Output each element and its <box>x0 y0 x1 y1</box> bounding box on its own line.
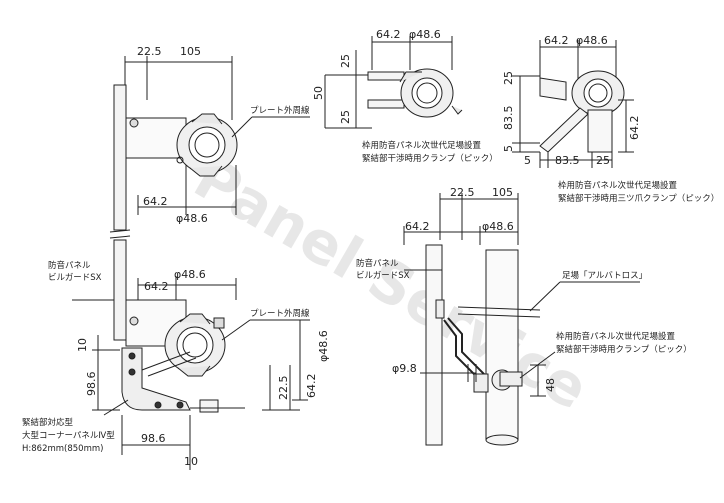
dim-10-bottom: 10 <box>184 455 198 468</box>
dim-64-2-top: 64.2 <box>544 34 569 47</box>
dim-25-horiz: 25 <box>596 154 610 167</box>
dim-48: 48 <box>544 378 557 392</box>
dim-105: 105 <box>492 186 513 199</box>
dim-98-6-horiz: 98.6 <box>141 432 166 445</box>
dim-9-8: φ9.8 <box>392 362 417 375</box>
dim-64-2: 64.2 <box>405 220 430 233</box>
label-panel-line2: ビルガードSX <box>48 272 102 283</box>
caption-line1: 枠用防音パネル次世代足場設置 <box>362 140 482 151</box>
dim-48-6: φ48.6 <box>482 220 514 233</box>
dim-48-6: φ48.6 <box>409 28 441 41</box>
top-center-drawing <box>324 36 463 129</box>
label-corner-line2: 大型コーナーパネルⅣ型 <box>22 430 115 441</box>
top-right-text: 64.2 φ48.6 25 83.5 5 64.2 5 83.5 25 枠用防音… <box>502 34 719 204</box>
label-scaffold: 足場「アルバトロス」 <box>562 270 647 281</box>
dim-5-horiz: 5 <box>524 154 531 167</box>
dim-25-left: 25 <box>502 71 515 85</box>
label-clamp-line2: 緊結部干渉時用クランプ（ピック） <box>556 344 692 355</box>
label-plate-outer-upper: プレート外周線 <box>250 105 310 116</box>
watermark-text: Panel Service <box>183 143 600 423</box>
dim-25-top: 25 <box>339 54 352 68</box>
label-corner-line1: 緊結部対応型 <box>22 417 74 428</box>
dim-64-2-lower: 64.2 <box>144 280 169 293</box>
dim-64-2-vert: 64.2 <box>305 374 318 399</box>
caption-line2: 緊結部干渉時用三ツ爪クランプ（ピック） <box>558 193 719 204</box>
dim-64-2-upper: 64.2 <box>143 195 168 208</box>
label-clamp-line1: 枠用防音パネル次世代足場設置 <box>556 331 676 342</box>
dim-10-left: 10 <box>76 338 89 352</box>
dim-83-5-horiz: 83.5 <box>555 154 580 167</box>
left-drawing-text: 22.5 105 64.2 φ48.6 プレート外周線 φ48.6 64.2 プ… <box>22 45 330 468</box>
label-panel-line1: 防音パネル <box>48 260 91 271</box>
label-corner-line3: H:862mm(850mm) <box>22 444 103 454</box>
dim-48-6-lower-side: φ48.6 <box>317 330 330 362</box>
dim-105: 105 <box>180 45 201 58</box>
dim-50: 50 <box>312 86 325 100</box>
caption-line1: 枠用防音パネル次世代足場設置 <box>558 180 678 191</box>
dim-48-6-upper: φ48.6 <box>176 212 208 225</box>
dim-22-5: 22.5 <box>137 45 162 58</box>
dim-64-2: 64.2 <box>376 28 401 41</box>
caption-line2: 緊結部干渉時用クランプ（ピック） <box>362 153 498 164</box>
top-center-text: 64.2 φ48.6 25 50 25 枠用防音パネル次世代足場設置 緊結部干渉… <box>312 28 498 164</box>
bottom-right-text: 22.5 105 64.2 φ48.6 防音パネル ビルガードSX 足場「アルバ… <box>356 186 692 392</box>
watermark: Panel Service <box>183 143 600 423</box>
dim-64-2-right: 64.2 <box>628 116 641 141</box>
left-drawing <box>72 56 310 470</box>
label-panel-line2: ビルガードSX <box>356 270 410 281</box>
dim-48-6-lower-top: φ48.6 <box>174 268 206 281</box>
dim-5-vert: 5 <box>502 145 515 152</box>
top-right-drawing <box>512 40 634 168</box>
dim-48-6: φ48.6 <box>576 34 608 47</box>
dim-22-5: 22.5 <box>450 186 475 199</box>
dim-25-bottom: 25 <box>339 110 352 124</box>
label-panel-line1: 防音パネル <box>356 258 399 269</box>
dim-83-5-vert: 83.5 <box>502 106 515 131</box>
label-plate-outer-lower: プレート外周線 <box>250 308 310 319</box>
dim-22-5-vert: 22.5 <box>277 376 290 401</box>
dim-98-6-vert: 98.6 <box>85 372 98 397</box>
bottom-right-drawing <box>403 193 640 446</box>
